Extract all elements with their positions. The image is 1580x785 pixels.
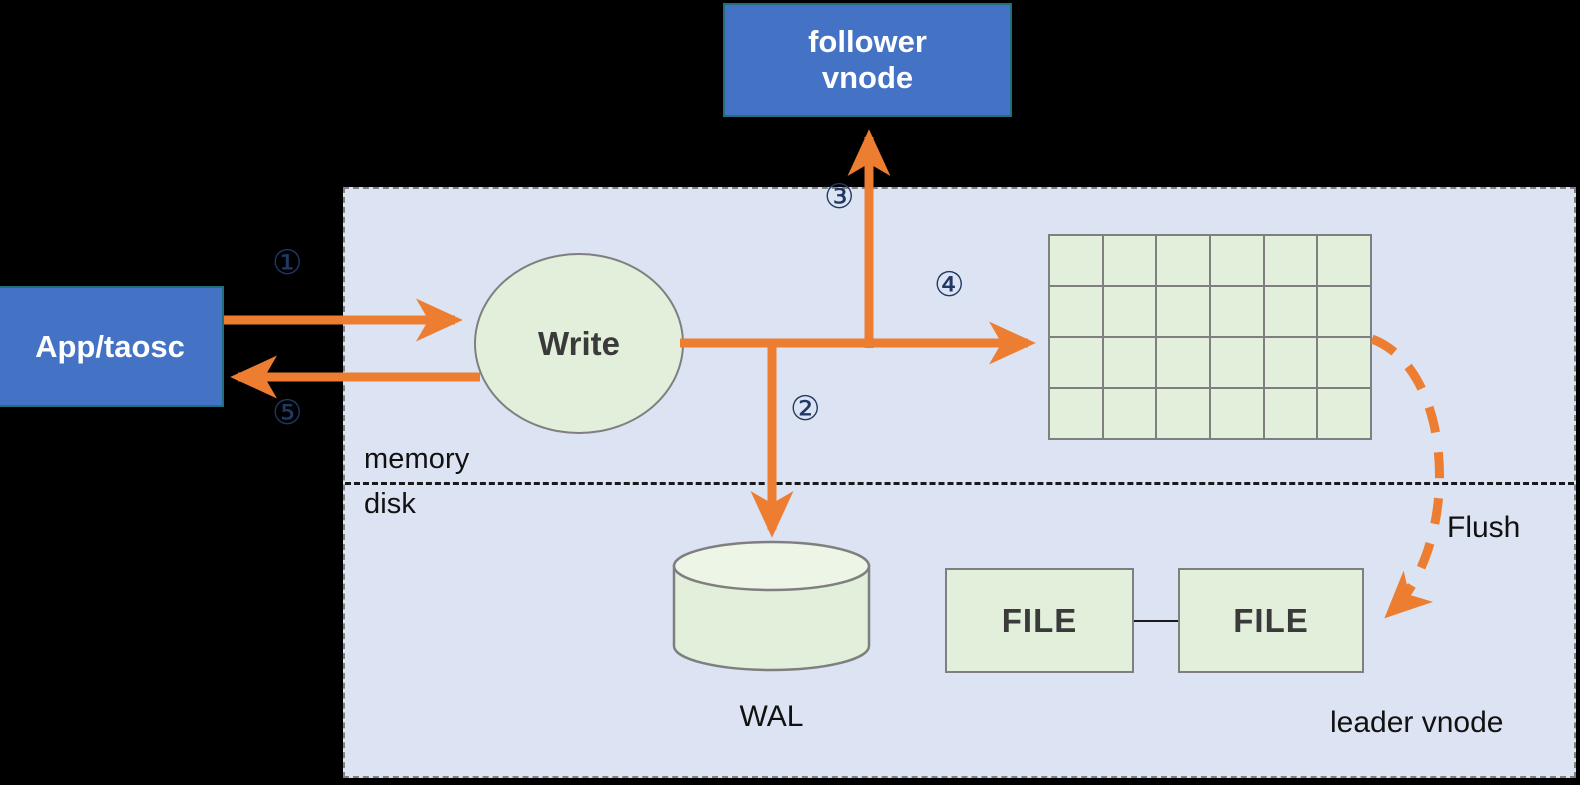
memtable-cell [1318, 287, 1370, 336]
file-connector-line [1134, 620, 1178, 622]
memtable-cell [1211, 287, 1263, 336]
memtable-cell [1050, 236, 1102, 285]
disk-label: disk [364, 488, 416, 520]
memtable-cell [1318, 338, 1370, 387]
step-number-1: ① [272, 244, 303, 282]
memtable-cell [1157, 338, 1209, 387]
memtable-cell [1050, 389, 1102, 438]
wal-cylinder [672, 540, 871, 672]
leader-vnode-caption: leader vnode [1330, 706, 1504, 739]
wal-label: WAL [739, 700, 804, 733]
file-box-2: FILE [1178, 568, 1364, 673]
memtable-cell [1103, 338, 1156, 387]
memtable-cell [1050, 338, 1102, 387]
memtable-cell [1103, 287, 1156, 336]
memtable-cell [1157, 389, 1209, 438]
memtable-cell [1318, 389, 1370, 438]
app-taosc-box: App/taosc [0, 286, 224, 407]
memtable-cell [1157, 287, 1209, 336]
write-node: Write [474, 253, 684, 434]
memory-label: memory [364, 443, 470, 475]
memtable-cell [1211, 389, 1263, 438]
memory-disk-divider [345, 482, 1574, 485]
step-number-5: ⑤ [272, 394, 303, 432]
follower-vnode-box: follower vnode [723, 3, 1012, 117]
wal-cylinder-shape [672, 540, 871, 672]
memtable-cell [1264, 338, 1317, 387]
file-box-1: FILE [945, 568, 1134, 673]
step-number-4: ④ [934, 266, 965, 304]
step-number-2: ② [790, 390, 821, 428]
memtable-cell [1264, 236, 1317, 285]
memtable-cell [1264, 287, 1317, 336]
memtable-cell [1211, 338, 1263, 387]
flush-label: Flush [1447, 511, 1521, 544]
step-number-3: ③ [824, 178, 855, 216]
memtable-cell [1264, 389, 1317, 438]
memtable-cell [1157, 236, 1209, 285]
memtable-cell [1103, 389, 1156, 438]
memtable-cell [1318, 236, 1370, 285]
memtable-cell [1211, 236, 1263, 285]
memtable-cell [1050, 287, 1102, 336]
memtable-grid [1048, 234, 1372, 440]
memtable-cell [1103, 236, 1156, 285]
